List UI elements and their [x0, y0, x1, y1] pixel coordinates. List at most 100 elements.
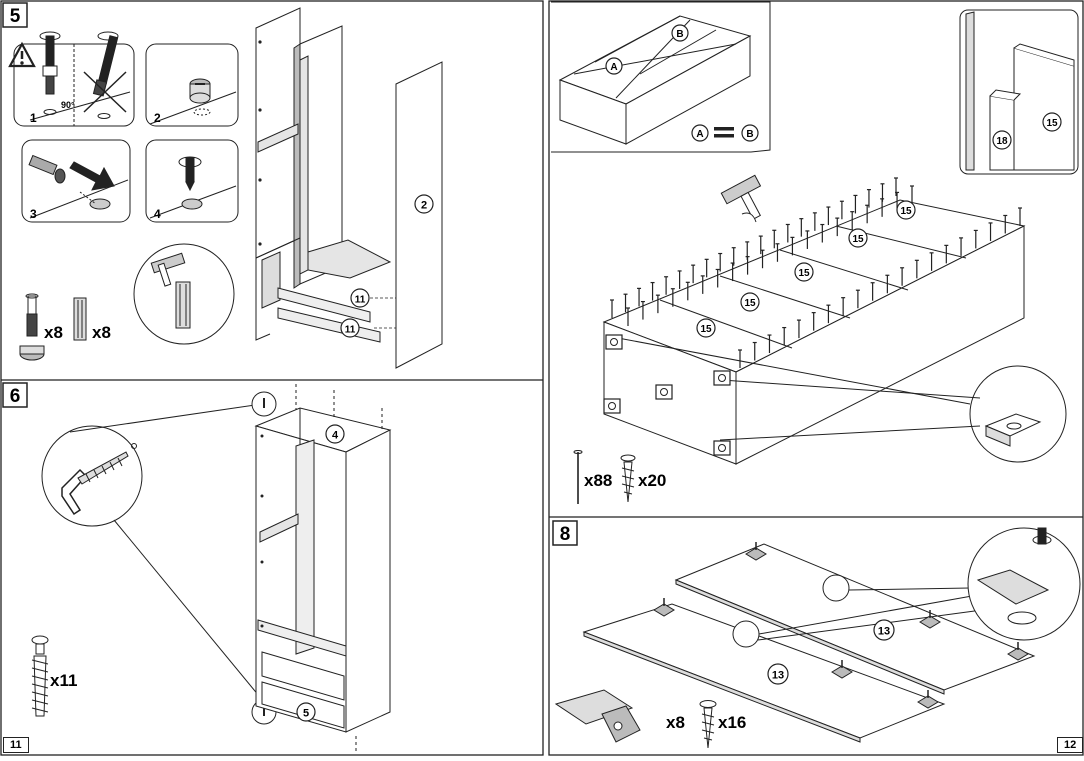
nail-marker [796, 319, 801, 339]
part-18-callout: 18 [992, 130, 1012, 150]
hinge-detail-marker-a [822, 574, 850, 602]
nail-marker [811, 312, 816, 331]
hammer-icon [720, 174, 762, 223]
step-8-number: 8 [560, 524, 571, 545]
nail-marker [929, 252, 934, 271]
nail-marker [745, 256, 750, 275]
nail-marker [820, 223, 825, 243]
nail-marker [805, 230, 810, 249]
nail-marker [870, 282, 875, 301]
nail-marker [812, 212, 817, 231]
part-15-callout: 15 [896, 200, 916, 220]
label-b-callout: B [671, 24, 689, 42]
svg-text:A: A [696, 129, 703, 140]
svg-text:2: 2 [421, 200, 427, 212]
hinge-quantity: x8 [666, 713, 685, 732]
nail-marker [655, 294, 660, 314]
page-number-right: 12 [1057, 737, 1084, 753]
hinge-marker [1007, 642, 1029, 661]
cam-fitting-icon [713, 440, 731, 456]
nail-part-icon [573, 450, 583, 504]
page-number-left: 11 [3, 737, 29, 753]
hinge-marker [917, 690, 939, 709]
step-5-number: 5 [10, 6, 21, 27]
nail-marker [799, 218, 804, 237]
cam-bolt-icon [28, 154, 66, 184]
nail-marker [767, 334, 772, 354]
part-15-callout: 15 [740, 292, 760, 312]
screw-quantity-step-6: x11 [50, 671, 77, 690]
part-11-callout-a: 11 [350, 288, 370, 308]
confirmat-screw-part-icon [31, 635, 49, 717]
cam-fittings [603, 334, 731, 456]
svg-text:15: 15 [798, 268, 810, 279]
cam-fitting-icon [713, 370, 731, 386]
nail-marker [841, 297, 846, 316]
part-13-callout-upper: 13 [873, 619, 895, 641]
hinge-markers [653, 542, 1029, 709]
svg-text:15: 15 [900, 206, 912, 217]
nail-marker [650, 281, 655, 301]
nail-marker [914, 259, 919, 279]
nail-marker [623, 293, 628, 313]
step-6-number-box: 6 [2, 382, 28, 408]
svg-text:11: 11 [345, 325, 356, 336]
part-11-callout-b: 11 [340, 318, 360, 338]
step-5-sub-3-label: 3 [30, 207, 37, 221]
screw-quantity-step-7: x20 [638, 471, 666, 490]
part-15-callout: 15 [848, 228, 868, 248]
nail-marker [839, 200, 844, 220]
nail-marker [610, 299, 614, 318]
nail-marker [730, 262, 735, 282]
nail-marker [691, 264, 696, 284]
screwdriver-icon [92, 31, 119, 97]
nail-marker [760, 249, 765, 269]
hinge-marker [831, 660, 853, 679]
warning-icon [8, 41, 36, 68]
svg-text:15: 15 [744, 298, 756, 309]
dowel-quantity: x8 [92, 323, 111, 342]
nail-marker [772, 229, 777, 249]
nail-marker [738, 349, 742, 368]
nail-marker [790, 236, 795, 256]
cam-fitting-icon [605, 334, 623, 350]
svg-text:5: 5 [303, 708, 309, 720]
nail-marker [718, 252, 723, 272]
step-5-sub-1-label: 1 [30, 111, 37, 125]
left-page-frame [0, 0, 544, 756]
cam-fitting-icon [603, 398, 621, 414]
svg-text:13: 13 [878, 626, 890, 638]
hinge-marker [653, 598, 675, 617]
nail-marker [704, 258, 709, 278]
cam-holes [258, 40, 262, 246]
dowel-part-icon [73, 297, 87, 341]
hinge-marker [919, 610, 941, 629]
wardrobe-carcass-step-6 [254, 407, 392, 733]
screwdriver-icon [39, 31, 61, 95]
step-5-sub-4-label: 4 [154, 207, 161, 221]
nail-marker [637, 287, 642, 307]
svg-text:15: 15 [852, 234, 864, 245]
cam-quantity: x8 [44, 323, 63, 342]
svg-text:4: 4 [332, 430, 339, 442]
nail-marker [910, 185, 914, 204]
nail-marker [785, 223, 790, 243]
nail-marker [944, 244, 949, 264]
nail-marker [826, 206, 831, 226]
arrow-icon [69, 161, 115, 191]
nail-marker [640, 300, 645, 320]
nail-marker [664, 276, 669, 295]
right-page-frame [548, 0, 1084, 756]
nail-marker [885, 274, 890, 294]
svg-text:A: A [610, 62, 617, 73]
svg-text:13: 13 [772, 670, 784, 682]
cam-bolt-part-icon [19, 293, 45, 361]
hinge-part-icon [554, 689, 641, 743]
nail-marker [850, 211, 855, 230]
wood-screw-part-icon [699, 700, 717, 749]
part-15-callout: 15 [696, 318, 716, 338]
nail-marker [1003, 214, 1008, 234]
screw-detail-circle-step-7 [969, 365, 1067, 463]
